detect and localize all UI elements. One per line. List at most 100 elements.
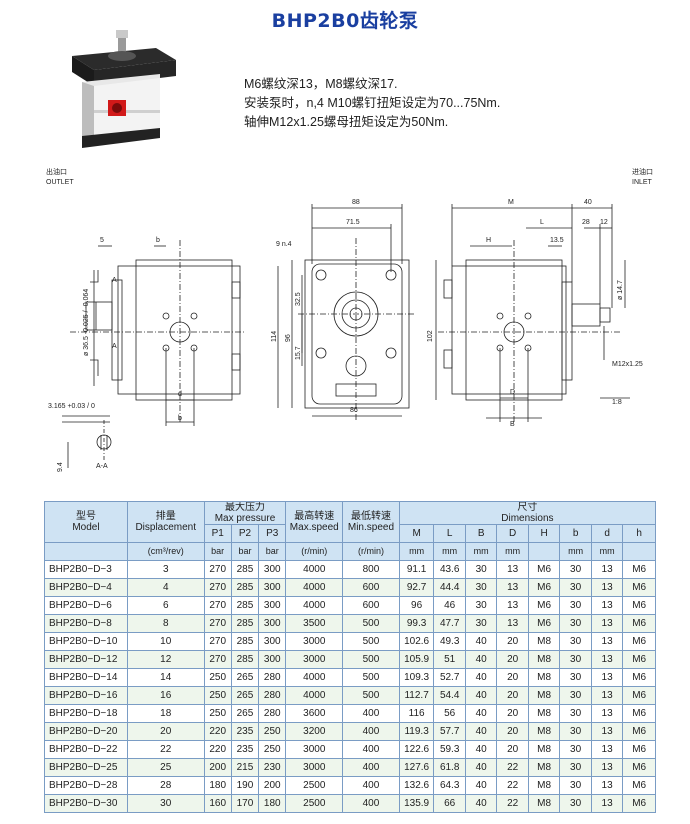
page-title: BHP2B0齿轮泵 [271,10,419,32]
table-cell: 13 [590,560,624,579]
table-cell: 500 [342,686,400,705]
table-cell: 180 [258,794,287,813]
table-cell: 235 [230,722,260,741]
table-cell: 280 [258,686,287,705]
table-cell: 40 [464,632,498,651]
table-cell: 160 [203,794,232,813]
table-cell: 400 [342,758,400,777]
table-cell: 127.6 [398,758,435,777]
table-cell: 285 [230,596,260,615]
table-cell: 40 [464,722,498,741]
table-cell: 4000 [285,596,344,615]
table-cell: 44.4 [433,578,466,597]
table-cell: 92.7 [398,578,435,597]
unit-displacement: (cm³/rev) [126,542,205,561]
table-cell: BHP2B0−D−25 [44,758,128,777]
unit-model [44,542,128,561]
table-cell: 22 [496,794,529,813]
table-cell: M6 [622,686,656,705]
table-cell: 3000 [285,632,344,651]
header-d: d [590,524,624,543]
table-cell: 132.6 [398,776,435,795]
table-cell: 500 [342,668,400,687]
table-cell: BHP2B0−D−30 [44,794,128,813]
table-cell: 3500 [285,614,344,633]
table-cell: 13 [590,686,624,705]
header-p1: P1 [203,524,232,543]
table-cell: 105.9 [398,650,435,669]
dim-102: 102 [427,330,434,342]
table-cell: 285 [230,650,260,669]
note-line: 轴伸M12x1.25螺母扭矩设定为50Nm. [244,115,449,129]
table-cell: 51 [433,650,466,669]
table-cell: 285 [230,614,260,633]
table-cell: 4 [126,578,205,597]
table-cell: 285 [230,632,260,651]
table-cell: 180 [203,776,232,795]
table-cell: 600 [342,596,400,615]
table-cell: 109.3 [398,668,435,687]
table-cell: 30 [559,740,592,759]
table-cell: 285 [230,578,260,597]
table-cell: 119.3 [398,722,435,741]
table-cell: 30 [464,596,498,615]
unit-p1: bar [203,542,232,561]
table-cell: 13 [590,632,624,651]
table-cell: 10 [126,632,205,651]
table-cell: 64.3 [433,776,466,795]
table-cell: 270 [203,614,232,633]
dim-b-left: b [178,415,182,422]
table-cell: 13 [590,794,624,813]
table-cell: 3000 [285,758,344,777]
table-cell: BHP2B0−D−18 [44,704,128,723]
table-cell: 30 [559,632,592,651]
table-cell: 13 [590,740,624,759]
table-cell: M8 [527,740,561,759]
table-cell: 2500 [285,776,344,795]
table-cell: 30 [559,614,592,633]
table-cell: 96 [398,596,435,615]
table-cell: 22 [126,740,205,759]
table-cell: 59.3 [433,740,466,759]
inlet-label-cn: 进油口 [632,167,653,176]
dim-88: 88 [352,199,360,206]
table-cell: 112.7 [398,686,435,705]
table-cell: 40 [464,794,498,813]
dim-L: L [540,219,544,226]
table-cell: M6 [622,776,656,795]
table-cell: 400 [342,776,400,795]
note-line: 安装泵时，n,4 M10螺钉扭矩设定为70...75Nm. [244,96,501,110]
table-cell: 270 [203,578,232,597]
table-cell: 18 [126,704,205,723]
dim-shaft-diameter: ø 36.5 -0.025 / -0.064 [83,289,90,356]
table-cell: 3200 [285,722,344,741]
dim-71-5: 71.5 [346,219,360,226]
section-AA: A-A [96,463,108,470]
table-cell: 102.6 [398,632,435,651]
table-cell: M6 [622,740,656,759]
table-cell: 170 [230,794,260,813]
table-cell: 250 [258,740,287,759]
unit-p2: bar [230,542,260,561]
unit-min-speed: (r/min) [342,542,400,561]
table-cell: 215 [230,758,260,777]
unit-h [622,542,656,561]
table-cell: 13 [590,776,624,795]
table-cell: 250 [203,704,232,723]
inlet-label-en: INLET [632,179,653,186]
dim-M: M [508,199,514,206]
table-cell: 30 [559,722,592,741]
table-cell: 30 [559,794,592,813]
dim-32-5: 32.5 [295,292,302,306]
table-cell: M6 [622,632,656,651]
dim-5: 5 [100,237,104,244]
outlet-label-en: OUTLET [46,179,74,186]
dim-14-7: ø 14.7 [617,280,624,300]
